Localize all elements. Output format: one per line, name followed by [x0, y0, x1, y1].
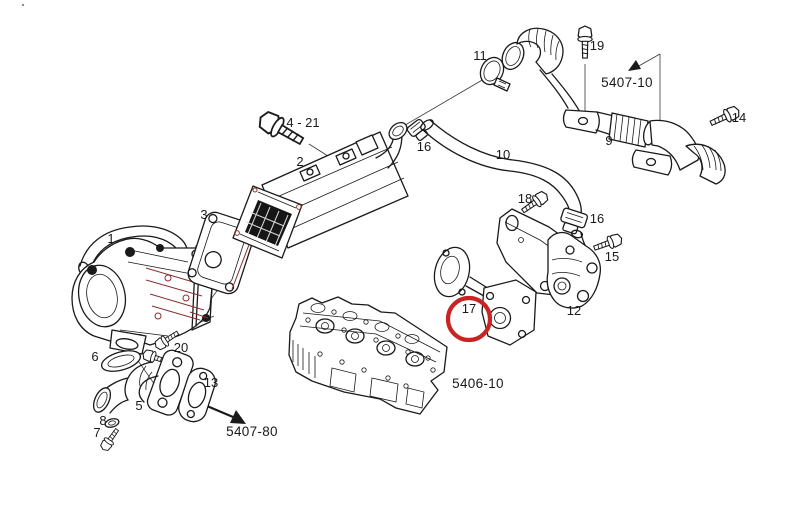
callout-9: 9 — [605, 133, 612, 148]
callout-15: 15 — [605, 249, 619, 264]
egr-hose-drawing — [420, 119, 582, 216]
egr-cooler-drawing — [232, 121, 409, 259]
callout-17: 17 — [462, 301, 476, 316]
callout-13: 13 — [204, 375, 218, 390]
ref-label-5407-80: 5407-80 — [226, 424, 278, 439]
print-artifact-dot — [21, 3, 25, 7]
callout-3: 3 — [200, 207, 207, 222]
connector-16a-drawing — [406, 118, 429, 142]
section-ref-5407-10 — [628, 53, 661, 130]
callout-16b: 16 — [590, 211, 604, 226]
callout-4-21: 4 - 21 — [286, 115, 319, 130]
callout-6: 6 — [91, 349, 98, 364]
hose-clamp-drawing — [479, 56, 511, 92]
callout-10: 10 — [496, 147, 510, 162]
callout-11: 11 — [473, 48, 487, 63]
callout-16a: 16 — [417, 139, 431, 154]
callout-8: 8 — [99, 413, 106, 428]
ref-label-5406-10: 5406-10 — [452, 376, 504, 391]
arrowhead-down-right — [230, 410, 246, 424]
callout-2: 2 — [296, 154, 303, 169]
callout-19: 19 — [590, 38, 604, 53]
connector-16b-drawing — [560, 207, 592, 259]
egr-valve-assembly-drawing — [71, 225, 215, 355]
outlet-pipe-drawing — [92, 349, 194, 416]
section-ref-5407-80 — [206, 404, 246, 424]
washer-8-drawing — [104, 418, 120, 428]
flange-gasket-13-drawing — [178, 367, 216, 423]
egr-pipe-assembly-drawing — [501, 27, 726, 185]
arrowhead-up-left — [628, 60, 641, 71]
ref-label-5407-10: 5407-10 — [601, 75, 653, 90]
cylinder-head-drawing — [288, 296, 448, 415]
callout-12: 12 — [567, 303, 581, 318]
callout-14: 14 — [732, 110, 746, 125]
oil-cooler-housing-drawing — [546, 231, 602, 309]
highlight-circle — [445, 295, 493, 343]
callout-20: 20 — [174, 340, 188, 355]
callout-1: 1 — [107, 231, 114, 246]
bolt-7-drawing — [98, 425, 123, 454]
callout-5: 5 — [135, 398, 142, 413]
callout-7: 7 — [93, 425, 100, 440]
seal-ring-drawing — [100, 350, 142, 372]
callout-18: 18 — [518, 191, 532, 206]
gasket-17-drawing — [433, 246, 537, 346]
